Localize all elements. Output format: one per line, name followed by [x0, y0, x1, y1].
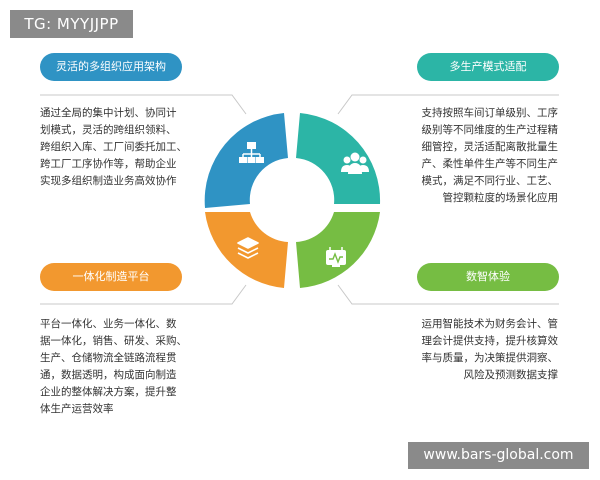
production-modes-title: 多生产模式适配	[417, 53, 559, 81]
org-chart-icon	[239, 142, 264, 163]
layers-icon	[237, 237, 259, 259]
connector-bottom-right	[337, 284, 559, 305]
digital-experience-title: 数智体验	[417, 263, 559, 291]
segment-teal	[296, 113, 381, 204]
connector-top-left	[40, 94, 247, 115]
architecture-title: 灵活的多组织应用架构	[40, 53, 182, 81]
digital-experience-description: 运用智能技术为财务会计、管 理会计提供支持，提升核算效 率与质量，为决策提供洞察…	[421, 318, 559, 381]
segment-orange	[205, 212, 288, 288]
connector-top-right	[337, 94, 559, 115]
watermark-bottom: www.bars-global.com	[408, 442, 589, 469]
watermark-top: TG: MYYJJPP	[10, 10, 133, 38]
integrated-platform-description: 平台一体化、业务一体化、数 据一体化，销售、研发、采购、 生产、仓储物流全链路流…	[40, 318, 187, 415]
connector-bottom-left	[40, 284, 247, 305]
production-modes-description: 支持按照车间订单级别、工序 级别等不同维度的生产过程精 细管控，灵活适配离散批量…	[421, 107, 559, 204]
monitor-chart-icon	[326, 247, 346, 267]
users-icon	[341, 152, 369, 174]
integrated-platform-title: 一体化制造平台	[40, 263, 182, 291]
architecture-description: 通过全局的集中计划、协同计 划模式，灵活的跨组织领料、 跨组织入库、工厂间委托加…	[40, 107, 187, 187]
